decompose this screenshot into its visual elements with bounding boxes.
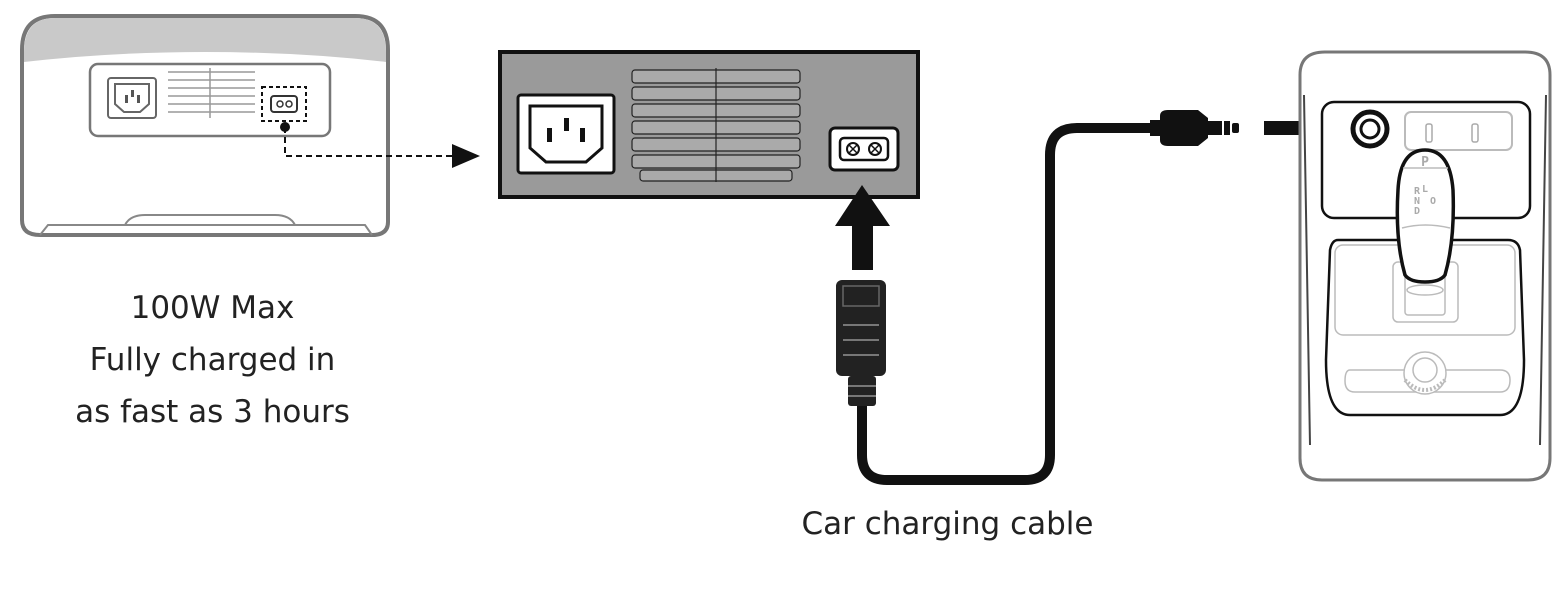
shifter-park-label: P bbox=[1421, 155, 1429, 170]
shifter-r-label: R bbox=[1414, 186, 1421, 197]
power-station-illustration bbox=[20, 14, 480, 237]
caption-charge-line1: Fully charged in bbox=[89, 342, 336, 378]
port-panel-closeup bbox=[498, 50, 920, 199]
car-plug bbox=[1150, 110, 1239, 146]
up-arrow-icon bbox=[835, 185, 890, 270]
car-console-illustration: P R N D L O bbox=[1298, 50, 1552, 482]
shifter-n-label: N bbox=[1414, 196, 1420, 207]
shifter-d-label: D bbox=[1414, 206, 1420, 217]
shifter-l-label: L bbox=[1422, 184, 1428, 195]
caption-power: 100W Max bbox=[130, 290, 295, 326]
shifter-o-label: O bbox=[1430, 196, 1436, 207]
cable-caption: Car charging cable bbox=[801, 506, 1094, 542]
caption-charge-line2: as fast as 3 hours bbox=[75, 394, 350, 430]
cable-plug bbox=[836, 123, 1150, 485]
vent-grille bbox=[631, 68, 801, 182]
station-caption: 100W Max Fully charged in as fast as 3 h… bbox=[40, 282, 385, 438]
